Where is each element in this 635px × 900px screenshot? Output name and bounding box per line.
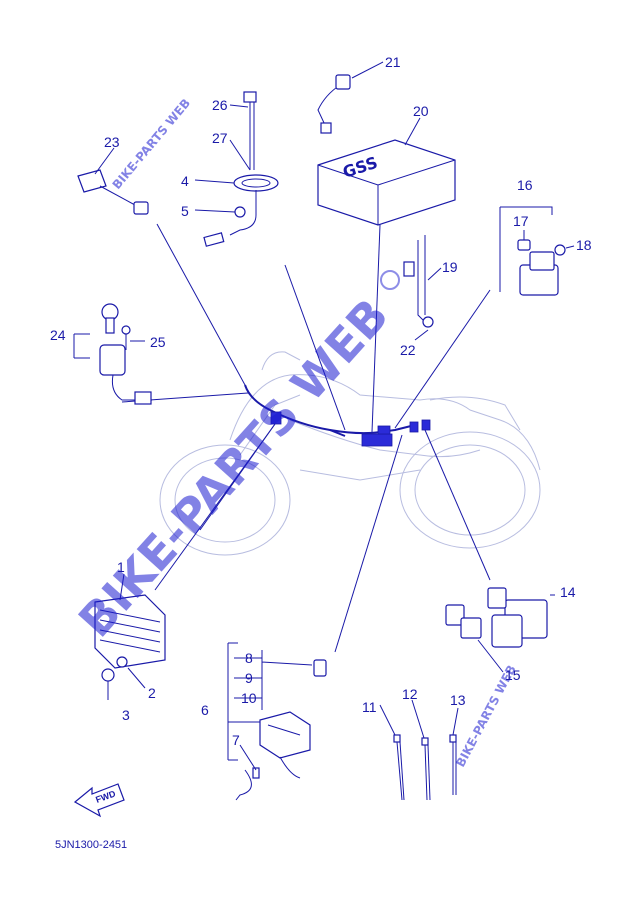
registered-mark-icon: [380, 270, 400, 290]
callout-5: 5: [181, 203, 189, 219]
leader-lines: [121, 223, 491, 653]
callout-15: 15: [505, 667, 521, 683]
callout-4: 4: [181, 173, 189, 189]
callout-23: 23: [104, 134, 120, 150]
callout-16: 16: [517, 177, 533, 193]
callout-8: 8: [245, 650, 253, 666]
part-20-ecu: GSS: [317, 117, 456, 226]
callout-1: 1: [117, 559, 125, 575]
harness-connector: [270, 411, 282, 425]
callout-10: 10: [241, 690, 257, 706]
harness-connector: [421, 419, 431, 431]
callout-2: 2: [148, 685, 156, 701]
part-16-relay-assembly: [499, 206, 575, 296]
wire-harness: [244, 384, 431, 447]
callout-21: 21: [385, 54, 401, 70]
callout-24: 24: [50, 327, 66, 343]
part-14-relay: [445, 587, 555, 673]
part-11-cable-tie: [379, 704, 405, 801]
callout-14: 14: [560, 584, 576, 600]
callout-26: 26: [212, 97, 228, 113]
harness-connector: [377, 425, 391, 435]
part-19-lead: [403, 235, 442, 341]
callout-13: 13: [450, 692, 466, 708]
diagram-code: 5JN1300-2451: [55, 839, 127, 851]
callout-17: 17: [513, 213, 529, 229]
callout-27: 27: [212, 130, 228, 146]
callout-3: 3: [122, 707, 130, 723]
watermark-main: BIKE-PARTS WEB: [68, 288, 399, 647]
callout-9: 9: [245, 670, 253, 686]
part-1-rectifier: [94, 573, 166, 700]
ecu-mount-block: [361, 433, 393, 447]
fwd-arrow-icon: FWD: [73, 783, 125, 818]
callout-25: 25: [150, 334, 166, 350]
callout-22: 22: [400, 342, 416, 358]
part-23-connector: [77, 147, 149, 215]
part-12-cable-tie: [411, 699, 431, 801]
callout-7: 7: [232, 732, 240, 748]
part-13-cable-tie: [449, 707, 459, 795]
callout-labels: 1 2 3 4 5 6 7 8 9 10 11 12 13 14 15 16 1…: [50, 54, 592, 748]
callout-12: 12: [402, 686, 418, 702]
part-26-fuel-sender: [194, 91, 279, 247]
harness-connector: [409, 421, 419, 433]
callout-18: 18: [576, 237, 592, 253]
callout-20: 20: [413, 103, 429, 119]
part-21-sensor-lead: [317, 61, 384, 134]
part-24-main-switch: [73, 303, 152, 405]
part-6-fuse-box: [227, 642, 327, 801]
callout-6: 6: [201, 702, 209, 718]
callout-11: 11: [362, 699, 377, 715]
callout-19: 19: [442, 259, 458, 275]
